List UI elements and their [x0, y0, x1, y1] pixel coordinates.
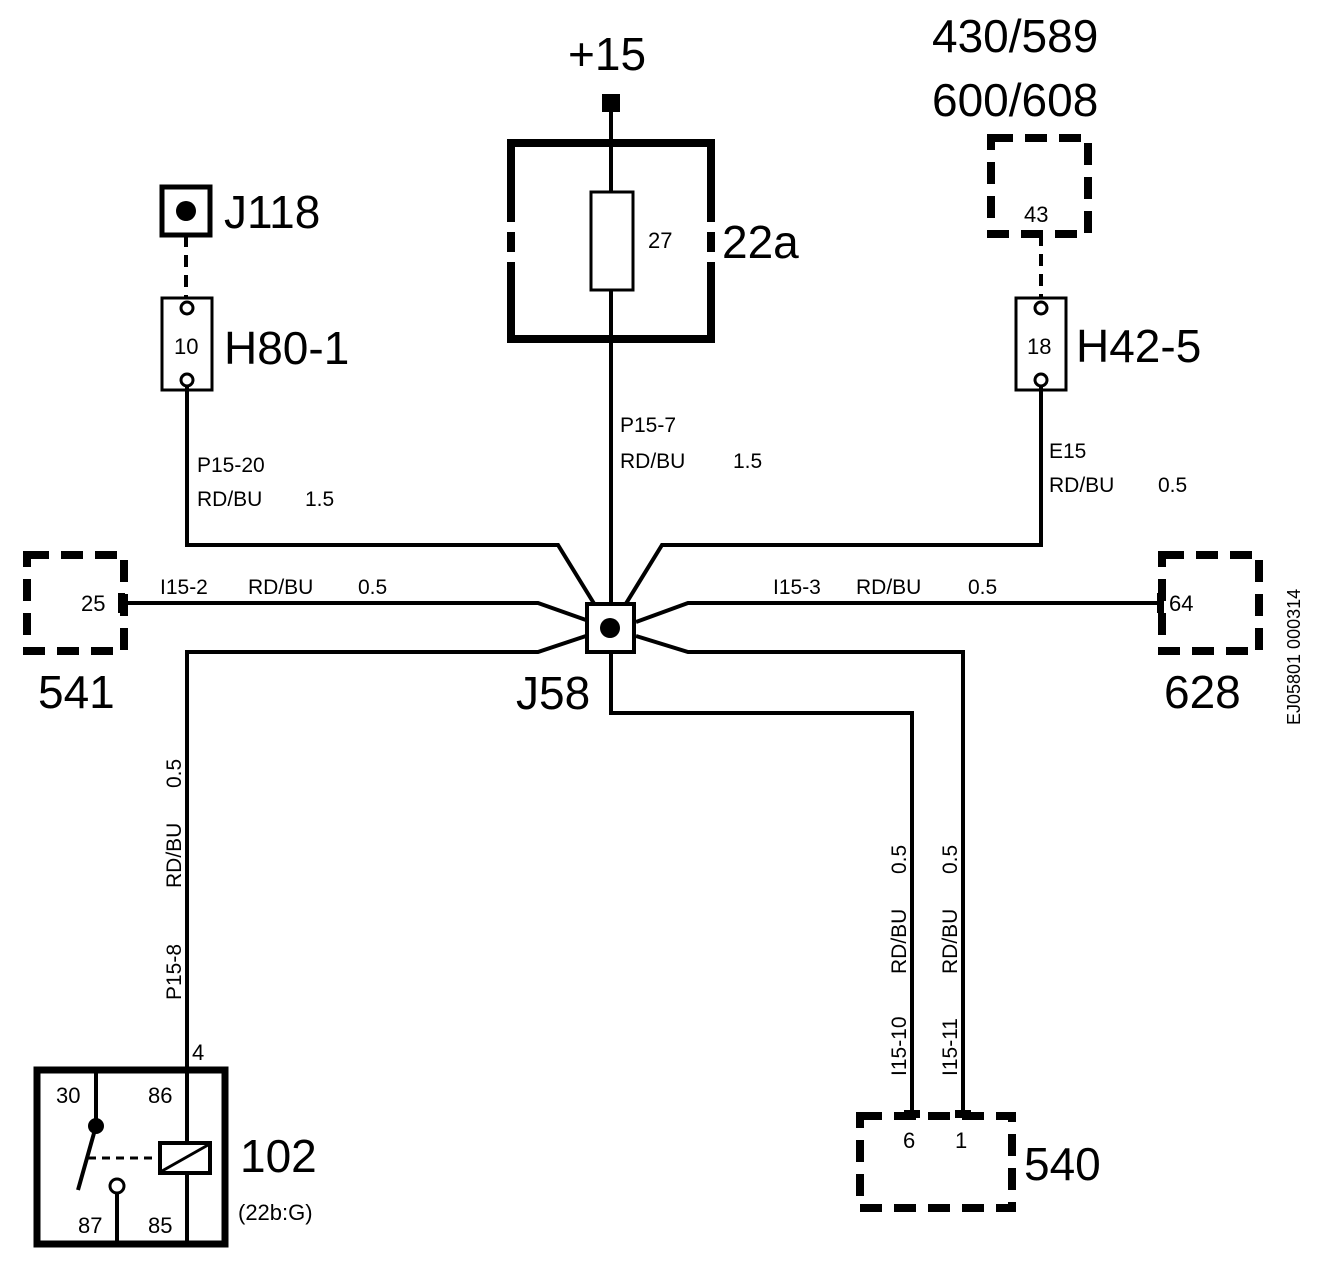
supply-label: +15 [568, 28, 646, 80]
wire-e15-color: RD/BU [1049, 474, 1114, 497]
module-628: 64 628 [1158, 551, 1263, 718]
module-628-label: 628 [1164, 666, 1241, 718]
reference-code-group: EJ05801 000314 [1284, 589, 1304, 725]
module-628-pin: 64 [1169, 591, 1193, 616]
module-541-box [23, 551, 128, 655]
wire-p15-7-color: RD/BU [620, 450, 685, 473]
relay-terminal-87: 87 [78, 1213, 102, 1238]
h80-pin-top [179, 300, 195, 316]
wire-p15-8-size: 0.5 [163, 759, 186, 788]
relay-coil-diagonal [161, 1143, 209, 1173]
h80-label: H80-1 [224, 322, 349, 374]
relay-102: 4 30 86 87 85 102 (22b:G) [33, 1040, 317, 1248]
module-540-pin-6: 6 [903, 1128, 915, 1153]
wire-i15-11-size: 0.5 [939, 845, 962, 874]
j58-label: J58 [516, 667, 590, 719]
h42-pin-bottom [1033, 372, 1049, 388]
wire-p15-7-id: P15-7 [620, 414, 676, 437]
relay-pin-4: 4 [192, 1040, 204, 1065]
module-540-pin6-stub [904, 1110, 920, 1118]
module-541-label: 541 [38, 666, 115, 718]
wire-p15-20-size: 1.5 [305, 488, 334, 511]
wire-p15-8 [185, 634, 587, 1070]
relay-label: 102 [240, 1130, 317, 1182]
j58-junction-dot [600, 618, 620, 638]
wire-i15-10-color: RD/BU [888, 909, 911, 974]
connector-h42-5: 18 H42-5 [1014, 296, 1201, 392]
relay-switch-arm [76, 1125, 98, 1191]
wire-i15-11-label: I15-11 RD/BU 0.5 [939, 845, 962, 1076]
h80-pin-label: 10 [174, 334, 198, 359]
wire-i15-3-color: RD/BU [856, 576, 921, 599]
wire-e15 [620, 386, 1043, 612]
wire-i15-2-color: RD/BU [248, 576, 313, 599]
wire-i15-11-id: I15-11 [939, 1018, 962, 1076]
relay-box [33, 1066, 229, 1248]
connector-j118: J118 [159, 184, 320, 238]
wire-i15-10-size: 0.5 [888, 845, 911, 874]
module-541: 25 541 [23, 551, 128, 718]
wire-p15-8-color: RD/BU [163, 823, 186, 888]
wire-p15-8-id: P15-8 [163, 944, 186, 1000]
wire-i15-2-id: I15-2 [160, 576, 208, 599]
wire-i15-3-size: 0.5 [968, 576, 997, 599]
wire-i15-10 [609, 630, 914, 1115]
wire-p15-20-color: RD/BU [197, 488, 262, 511]
module-540-pin1-stub [955, 1110, 971, 1118]
wire-p15-8-label: P15-8 RD/BU 0.5 [163, 759, 186, 1000]
module-541-pin-stub [118, 593, 125, 613]
fuse-number: 27 [648, 228, 672, 253]
wire-i15-10-id: I15-10 [888, 1016, 911, 1076]
wire-i15-2 [124, 601, 587, 622]
fusebox-22a: 27 22a [507, 139, 799, 343]
j118-label: J118 [224, 186, 320, 238]
h42-pin-label: 18 [1027, 334, 1051, 359]
splice-j58: J58 [516, 602, 636, 719]
module-628-box [1158, 551, 1263, 655]
relay-contact-87-dot [108, 1177, 126, 1195]
wire-i15-10-label: I15-10 RD/BU 0.5 [888, 845, 911, 1076]
reference-code: EJ05801 000314 [1284, 589, 1304, 725]
h80-pin-bottom [179, 372, 195, 388]
wire-i15-11 [635, 634, 965, 1115]
module-540-box [856, 1112, 1016, 1212]
module-540: 6 1 540 [856, 1110, 1101, 1212]
wire-e15-id: E15 [1049, 440, 1086, 463]
module-430-label-line1: 430/589 [932, 10, 1098, 62]
module-430-589: 430/589 600/608 43 [932, 10, 1098, 238]
wire-p15-20-id: P15-20 [197, 454, 265, 477]
j118-terminal [176, 201, 196, 221]
relay-sublabel: (22b:G) [238, 1200, 313, 1225]
module-541-pin: 25 [81, 591, 105, 616]
module-540-label: 540 [1024, 1138, 1101, 1190]
connector-h80-1: 10 H80-1 [160, 296, 349, 392]
fusebox-label: 22a [722, 216, 799, 268]
wire-p15-20 [185, 386, 600, 612]
wire-i15-3-id: I15-3 [773, 576, 821, 599]
relay-terminal-85: 85 [148, 1213, 172, 1238]
fuse-element [589, 190, 635, 292]
wire-p15-7-size: 1.5 [733, 450, 762, 473]
wire-i15-2-size: 0.5 [358, 576, 387, 599]
h42-label: H42-5 [1076, 320, 1201, 372]
h42-pin-top [1033, 300, 1049, 316]
wire-e15-size: 0.5 [1158, 474, 1187, 497]
module-430-pin: 43 [1024, 202, 1048, 227]
module-540-pin-1: 1 [955, 1128, 967, 1153]
relay-terminal-30: 30 [56, 1083, 80, 1108]
wire-i15-11-color: RD/BU [939, 909, 962, 974]
supply-terminal: +15 [568, 28, 646, 112]
wire-i15-3 [635, 601, 1162, 624]
relay-terminal-86: 86 [148, 1083, 172, 1108]
module-430-label-line2: 600/608 [932, 74, 1098, 126]
